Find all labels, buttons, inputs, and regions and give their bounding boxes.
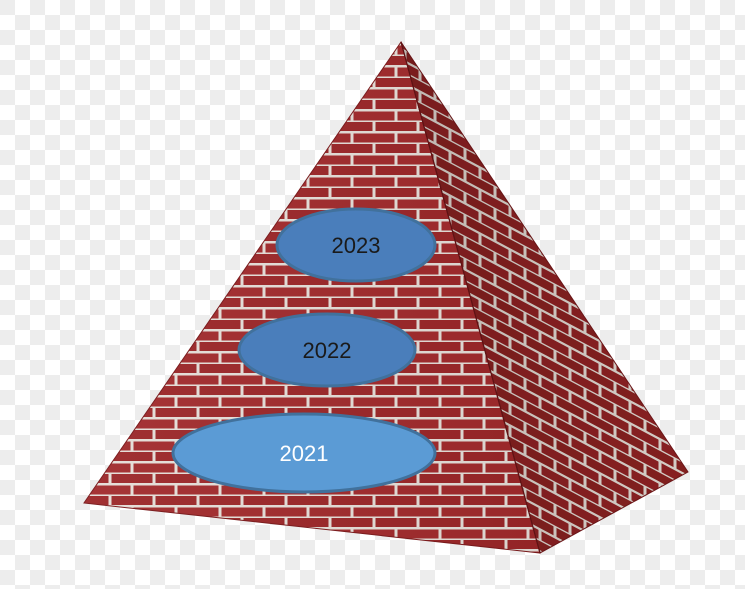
level-2021-ellipse [171,412,437,494]
level-2021: 2021 [171,412,437,494]
level-2022-ellipse [237,312,417,388]
level-2023: 2023 [275,207,437,283]
level-2021-label: 2021 [280,441,329,466]
level-2023-label: 2023 [332,233,381,258]
level-2023-ellipse [275,207,437,283]
level-2022-label: 2022 [303,338,352,363]
level-2022: 2022 [237,312,417,388]
